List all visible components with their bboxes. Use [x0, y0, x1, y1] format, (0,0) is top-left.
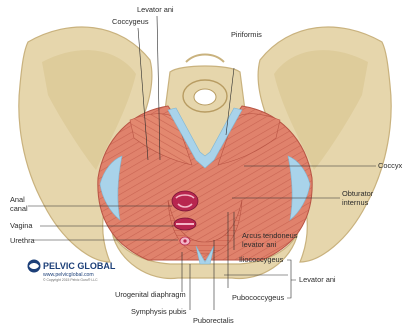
label-urethra: Urethra: [10, 236, 36, 245]
label-piriformis: Piriformis: [231, 30, 262, 39]
label-anal-canal-1: Anal: [10, 195, 25, 204]
anal-canal: [172, 191, 198, 211]
label-anal-canal-2: canal: [10, 204, 28, 213]
label-symphysis-pubis: Symphysis pubis: [131, 307, 187, 316]
label-iliococcygeus: Iliococcygeus: [239, 255, 284, 264]
label-arcus-2: levator ani: [242, 240, 276, 249]
label-coccyx: Coccyx: [378, 161, 403, 170]
label-coccygeus: Coccygeus: [112, 17, 149, 26]
label-obturator-2: internus: [342, 198, 369, 207]
label-urogenital-diaphragm: Urogenital diaphragm: [115, 290, 186, 299]
brand-logo: PELVIC GLOBAL www.pelvicglobal.com © Cop…: [28, 260, 116, 283]
label-levator-ani-group: Levator ani: [299, 275, 336, 284]
vagina: [174, 218, 196, 230]
brand-copyright: © Copyright 2015 Pelvic Guru® LLC: [43, 278, 98, 282]
label-levator-ani-top: Levator ani: [137, 5, 174, 14]
label-pubococcygeus: Pubococcygeus: [232, 293, 284, 302]
label-arcus-1: Arcus tendoneus: [242, 231, 298, 240]
label-vagina: Vagina: [10, 221, 33, 230]
brand-name: PELVIC GLOBAL: [43, 261, 116, 271]
label-puborectalis: Puborectalis: [193, 316, 234, 325]
label-obturator-1: Obturator: [342, 189, 374, 198]
urethra: [180, 237, 190, 245]
